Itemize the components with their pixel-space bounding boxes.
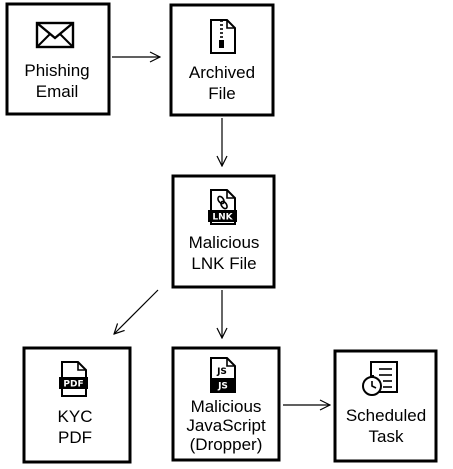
node-label-line: Email <box>36 82 79 101</box>
node-label-line: Archived <box>189 63 255 82</box>
node-label-line: Task <box>369 427 404 446</box>
pdf-badge: PDF <box>63 380 83 390</box>
pdf-file-icon: PDF <box>59 361 88 397</box>
js-file-icon: JS JS <box>210 357 236 393</box>
js-badge-bottom: JS <box>217 382 228 392</box>
node-kyc-pdf: PDF KYC PDF <box>22 346 132 464</box>
edge-lnk-to-pdf <box>114 289 159 334</box>
node-label-line: Malicious <box>191 397 262 416</box>
node-label-line: PDF <box>58 428 92 447</box>
scheduled-task-icon <box>362 361 398 396</box>
envelope-icon <box>35 21 75 49</box>
node-scheduled-task: Scheduled Task <box>333 349 438 463</box>
node-label-line: Phishing <box>24 61 89 80</box>
js-badge-top: JS <box>216 367 227 377</box>
node-phishing-email: Phishing Email <box>5 2 111 116</box>
node-label-line: KYC <box>58 407 93 426</box>
node-label-line: Scheduled <box>346 406 426 425</box>
node-archived-file: Archived File <box>169 3 275 117</box>
node-label-line: Malicious <box>189 233 260 252</box>
node-malicious-javascript-dropper: JS JS Malicious JavaScript (Dropper) <box>171 346 281 462</box>
lnk-file-icon: LNK <box>208 189 237 225</box>
node-label-line: JavaScript <box>186 416 266 435</box>
node-label-line: (Dropper) <box>190 435 263 454</box>
node-malicious-lnk-file: LNK Malicious LNK File <box>171 174 276 289</box>
lnk-badge: LNK <box>212 213 233 223</box>
node-label-line: LNK File <box>191 254 256 273</box>
zip-file-icon <box>210 19 236 54</box>
node-label-line: File <box>208 84 235 103</box>
